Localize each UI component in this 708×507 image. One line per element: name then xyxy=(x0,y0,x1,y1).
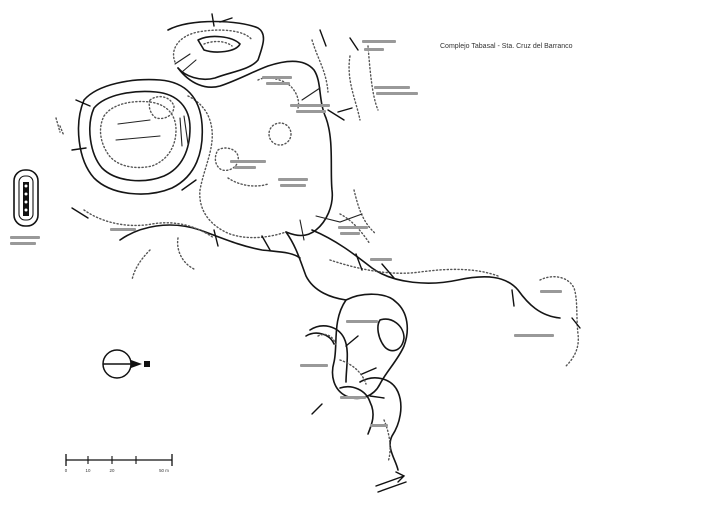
north-compound xyxy=(167,13,265,81)
north-arrow-icon xyxy=(102,349,150,379)
scale-tick-20: 20 xyxy=(110,468,115,473)
west-compound xyxy=(55,78,204,195)
arrow-icon xyxy=(71,207,407,493)
southeast-compound xyxy=(305,293,409,471)
south-roads xyxy=(83,29,581,367)
scale-tick-0: 0 xyxy=(65,468,68,473)
scale-tick-50: 50 m xyxy=(159,468,169,473)
central-plaza xyxy=(177,60,353,239)
map-title: Complejo Tabasal - Sta. Cruz del Barranc… xyxy=(440,43,573,50)
gateway-stela-icon xyxy=(13,169,39,227)
scale-bar: 0 10 20 50 m xyxy=(65,454,173,473)
illegible-labels xyxy=(10,40,562,427)
scale-tick-10: 10 xyxy=(86,468,91,473)
